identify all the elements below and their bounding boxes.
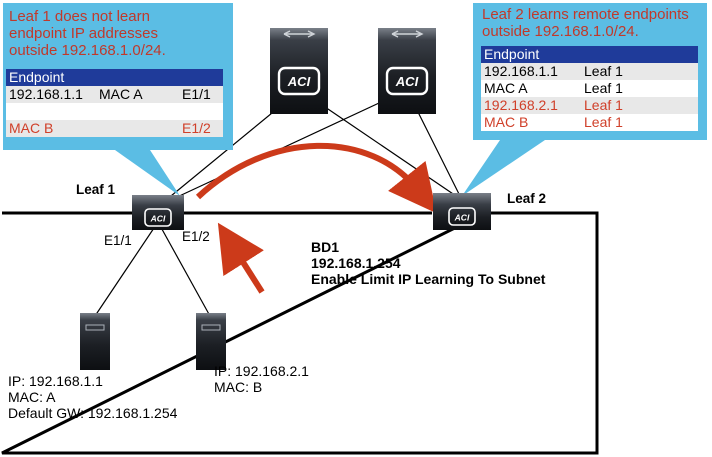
table-cell: Leaf 1 — [584, 97, 623, 113]
callout-left-line: Leaf 1 does not learn — [9, 8, 150, 25]
host2-info-line: IP: 192.168.2.1 — [214, 363, 309, 379]
right-table-header-bg — [481, 46, 698, 63]
callout-left-line: endpoint IP addresses — [9, 25, 158, 42]
table-cell: 192.168.1.1 — [9, 86, 83, 102]
server-icon — [80, 313, 110, 370]
table-cell: MAC B — [484, 114, 529, 130]
host2-info: IP: 192.168.2.1 MAC: B — [214, 363, 309, 395]
host2-info-line: MAC: B — [214, 379, 263, 395]
table-cell: E1/1 — [182, 86, 211, 102]
leaf-switch-icon: ACI — [433, 193, 491, 230]
right-table-header-label: Endpoint — [484, 46, 540, 62]
table-cell: 192.168.2.1 — [484, 97, 558, 113]
bd-info-line: Enable Limit IP Learning To Subnet — [311, 271, 546, 287]
table-cell: Leaf 1 — [584, 114, 623, 130]
left-table-header-bg — [6, 69, 223, 86]
host1-info-line: IP: 192.168.1.1 — [8, 373, 103, 389]
table-cell: MAC B — [9, 120, 54, 136]
spine-switch-icon: ACI — [378, 28, 436, 114]
bd-info-line: 192.168.1.254 — [311, 255, 401, 271]
leaf1-label: Leaf 1 — [76, 182, 116, 197]
leaf2-label: Leaf 2 — [507, 191, 547, 206]
port-e1-2-label: E1/2 — [182, 229, 210, 244]
right-table-row-bg — [481, 63, 698, 80]
server-icon — [196, 313, 226, 370]
spine1-logo-text: ACI — [287, 74, 311, 89]
host1-info-line: Default GW: 192.168.1.254 — [8, 405, 178, 421]
bd-info-line: BD1 — [311, 239, 340, 255]
table-cell: Leaf 1 — [584, 63, 623, 79]
table-cell: MAC A — [484, 80, 528, 96]
table-cell: MAC A — [99, 86, 143, 102]
leaf-switch-icon: ACI — [132, 195, 184, 230]
aci-logo-icon: ACI — [277, 66, 321, 96]
aci-logo-icon: ACI — [448, 207, 476, 226]
left-table-row-bg — [6, 86, 223, 103]
callout-right-line: Leaf 2 learns remote endpoints — [482, 6, 689, 23]
table-cell: Leaf 1 — [584, 80, 623, 96]
aci-logo-icon: ACI — [385, 66, 429, 96]
traffic-arrow-up — [217, 222, 265, 294]
left-table-header-label: Endpoint — [9, 69, 65, 85]
callout-right-text: Leaf 2 learns remote endpoints outside 1… — [482, 6, 689, 40]
callout-right-line: outside 192.168.1.0/24. — [482, 23, 639, 40]
left-table-row-bg — [6, 120, 223, 137]
spine-switch-icon: ACI — [270, 28, 328, 114]
leaf1-logo-text: ACI — [150, 214, 166, 224]
host1-info-line: MAC: A — [8, 389, 56, 405]
bd-info: BD1 192.168.1.254 Enable Limit IP Learni… — [311, 239, 545, 287]
callout-left-line: outside 192.168.1.0/24. — [9, 42, 166, 59]
link-leaf1-host2 — [157, 221, 211, 317]
right-table-row-bg — [481, 80, 698, 97]
callout-left-text: Leaf 1 does not learn endpoint IP addres… — [9, 8, 166, 59]
leaf2-logo-text: ACI — [454, 213, 470, 223]
table-cell: 192.168.1.1 — [484, 63, 558, 79]
right-table-row-bg — [481, 114, 698, 131]
link-leaf1-host1 — [94, 221, 159, 317]
port-e1-1-label: E1/1 — [104, 233, 132, 248]
spine2-logo-text: ACI — [395, 74, 419, 89]
learning-arrow-curve — [195, 142, 437, 214]
table-cell: E1/2 — [182, 120, 211, 136]
aci-logo-icon: ACI — [144, 208, 172, 227]
left-table-row-bg — [6, 103, 223, 120]
host1-info: IP: 192.168.1.1 MAC: A Default GW: 192.1… — [8, 373, 177, 421]
right-table-row-bg — [481, 97, 698, 114]
